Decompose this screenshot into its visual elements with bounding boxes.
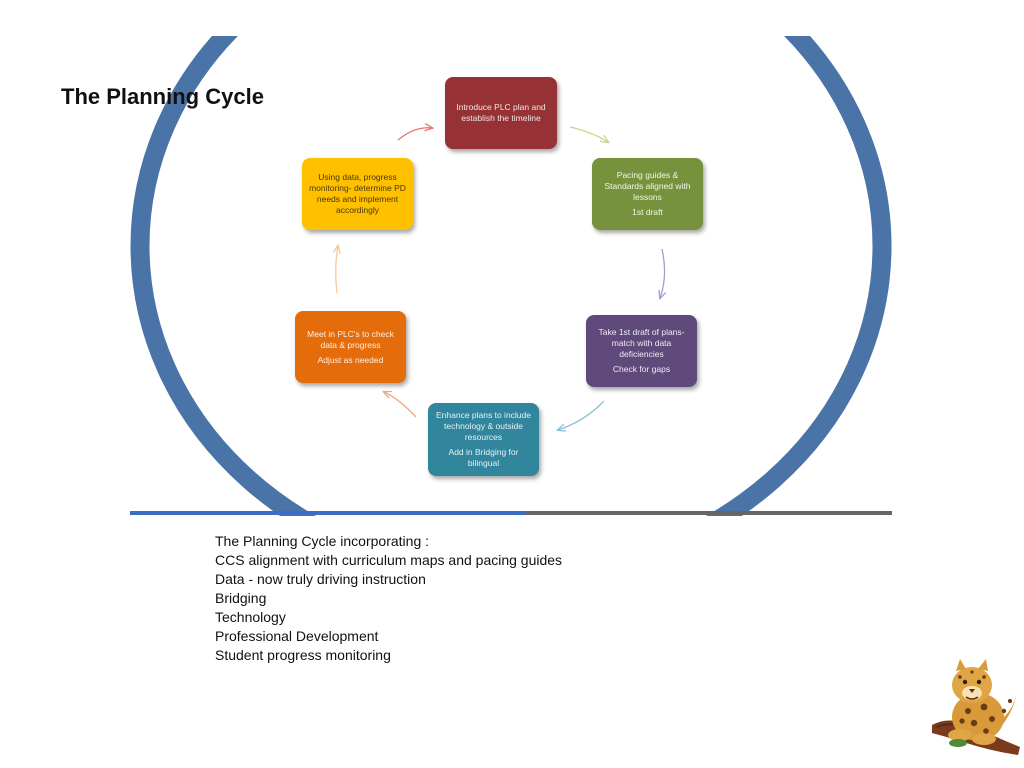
notes-list: The Planning Cycle incorporating : CCS a… [215,532,562,665]
cycle-arrows [130,36,892,516]
step-line: Add in Bridging for bilingual [448,447,519,468]
cycle-step-meet-in-plc: Meet in PLC's to check data & progress A… [295,311,406,383]
notes-item: Technology [215,609,286,625]
cycle-step-pacing-guides: Pacing guides & Standards aligned with l… [592,158,703,230]
cycle-step-using-data: Using data, progress monitoring- determi… [302,158,413,230]
slide-progress-bar [130,511,892,515]
cycle-step-introduce-plc: Introduce PLC plan and establish the tim… [445,77,557,149]
notes-item: Professional Development [215,628,379,644]
cycle-step-take-first-draft: Take 1st draft of plans- match with data… [586,315,697,387]
cycle-step-enhance-plans: Enhance plans to include technology & ou… [428,403,539,476]
cycle-arrow [336,246,338,294]
step-line: 1st draft [632,207,663,217]
step-line: Using data, progress monitoring- determi… [309,172,406,215]
cycle-arrow [384,392,417,418]
step-line: Introduce PLC plan and establish the tim… [456,102,546,123]
cycle-arrow [660,248,665,298]
slide-progress-fill [130,511,527,515]
decorative-ring [130,36,892,516]
diagram-frame: Introduce PLC plan and establish the tim… [130,36,892,516]
slide-title: The Planning Cycle [61,84,264,109]
cycle-arrow [558,400,605,430]
cycle-arrow [569,126,608,142]
notes-item: Student progress monitoring [215,647,391,663]
leopard-icon [932,659,1020,755]
notes-item: CCS alignment with curriculum maps and p… [215,552,563,568]
step-line: Meet in PLC's to check data & progress [307,328,394,350]
step-line: Enhance plans to include technology & ou… [436,410,531,442]
notes-item: Bridging [215,590,267,606]
notes-heading: The Planning Cycle incorporating : [215,533,430,549]
notes-item: Data - now truly driving instruction [215,571,426,587]
step-line: Adjust as needed [317,354,384,365]
cycle-arrow [397,128,432,141]
step-line: Check for gaps [612,364,671,374]
step-line: Pacing guides & Standards aligned with l… [604,170,691,202]
step-line: Take 1st draft of plans- match with data… [598,327,685,359]
